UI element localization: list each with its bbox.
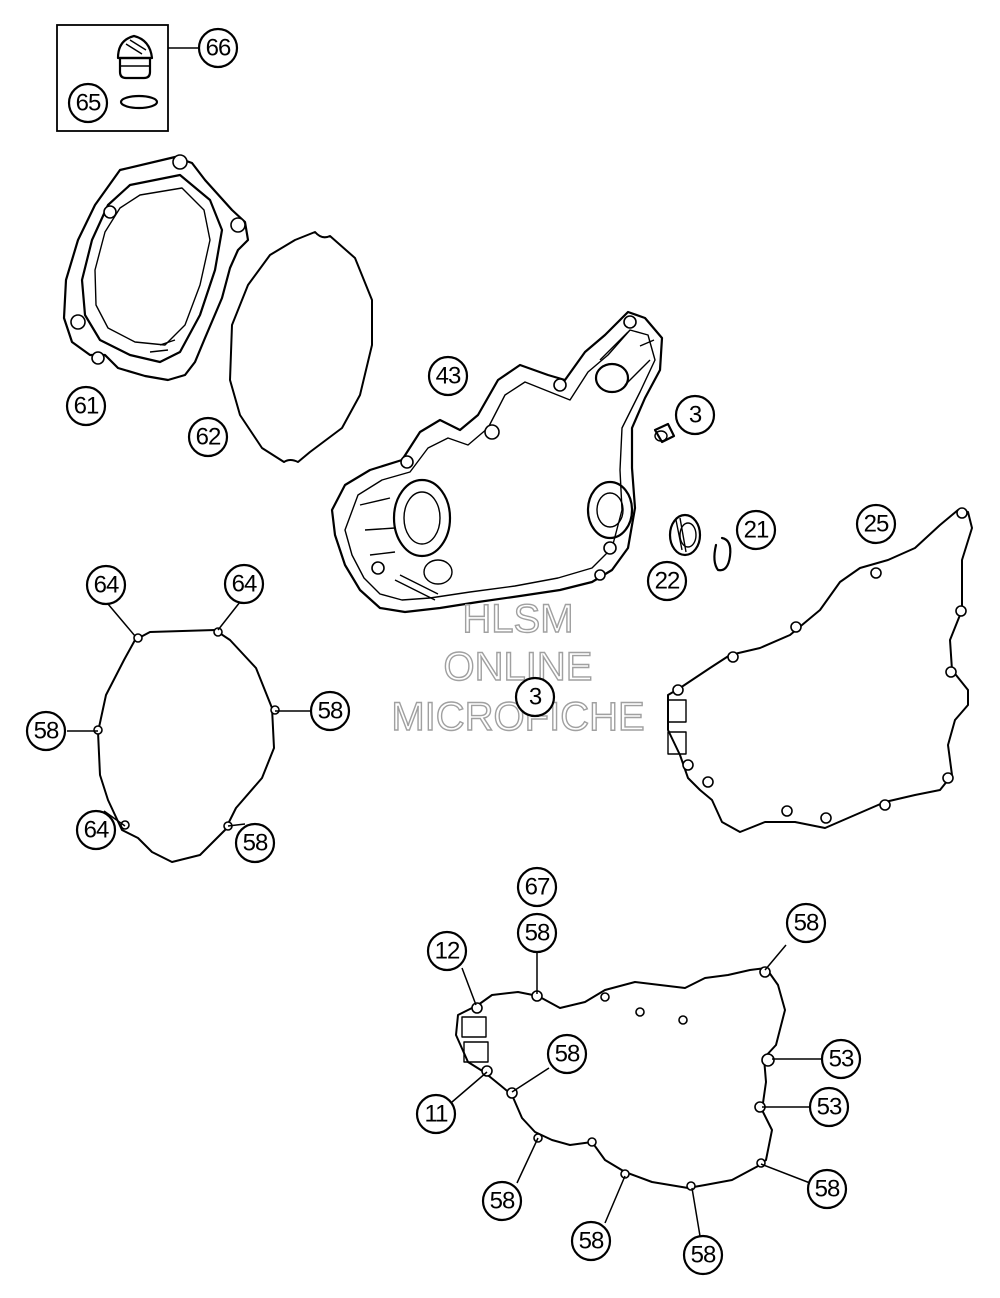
clutch-cover-gasket-large xyxy=(667,507,973,833)
callout-label: 58 xyxy=(815,1176,840,1203)
callout-58-lower-left: 58 xyxy=(481,1180,523,1222)
callout-label: 58 xyxy=(691,1242,716,1269)
callout-12: 12 xyxy=(426,930,468,972)
callout-58-lower-right: 58 xyxy=(806,1168,848,1210)
clutch-cover-gasket xyxy=(229,231,373,463)
callout-25: 25 xyxy=(855,503,897,545)
oil-filler-plug xyxy=(116,34,154,80)
callout-label: 58 xyxy=(794,910,819,937)
callout-label: 58 xyxy=(318,698,343,725)
inset-box xyxy=(56,24,169,132)
callout-62: 62 xyxy=(187,416,229,458)
callout-label: 58 xyxy=(579,1228,604,1255)
callout-53-upper: 53 xyxy=(820,1038,862,1080)
callout-21: 21 xyxy=(735,509,777,551)
callout-label: 11 xyxy=(425,1101,449,1128)
callout-58-inner: 58 xyxy=(546,1033,588,1075)
callout-64-left: 64 xyxy=(85,564,127,606)
callout-3-upper: 3 xyxy=(674,394,716,436)
callout-label: 64 xyxy=(232,571,257,598)
callout-label: 61 xyxy=(74,393,99,420)
callout-label: 3 xyxy=(689,402,702,429)
callout-label: 64 xyxy=(84,817,109,844)
watermark-line2: ONLINE xyxy=(444,645,593,689)
callout-43: 43 xyxy=(427,355,469,397)
callout-22: 22 xyxy=(646,560,688,602)
dowel-pin-lower xyxy=(394,574,439,601)
callout-61: 61 xyxy=(65,385,107,427)
callout-53-lower: 53 xyxy=(808,1086,850,1128)
callout-58-top: 58 xyxy=(516,912,558,954)
circlip xyxy=(713,536,732,572)
o-ring xyxy=(119,94,159,110)
callout-label: 64 xyxy=(94,572,119,599)
callout-label: 62 xyxy=(196,424,221,451)
callout-label: 58 xyxy=(555,1041,580,1068)
callout-label: 66 xyxy=(206,35,231,62)
watermark: HLSM ONLINE MICROFICHE xyxy=(391,596,646,739)
callout-label: 58 xyxy=(243,830,268,857)
callout-58-top-right: 58 xyxy=(785,902,827,944)
callout-label: 58 xyxy=(525,920,550,947)
callout-label: 58 xyxy=(490,1188,515,1215)
outer-cover-gasket-round xyxy=(93,627,280,863)
callout-58-right: 58 xyxy=(309,690,351,732)
callout-58-bottom: 58 xyxy=(234,822,276,864)
callout-label: 43 xyxy=(436,363,461,390)
callout-58-lower-bottom: 58 xyxy=(682,1234,724,1276)
watermark-line1: HLSM xyxy=(462,597,573,641)
callout-label: 58 xyxy=(34,718,59,745)
callout-11: 11 xyxy=(415,1093,457,1135)
callout-64-right: 64 xyxy=(223,563,265,605)
callout-64-bottom: 64 xyxy=(75,809,117,851)
callout-3-lower: 3 xyxy=(514,676,556,718)
callout-label: 65 xyxy=(76,90,101,117)
callout-66: 66 xyxy=(197,27,239,69)
leader-lines xyxy=(67,47,822,1237)
callout-label: 25 xyxy=(864,511,889,538)
shaft-seal-ring xyxy=(668,513,702,557)
callout-65: 65 xyxy=(67,82,109,124)
callout-label: 22 xyxy=(655,568,680,595)
callout-label: 21 xyxy=(744,517,769,544)
callout-58-left: 58 xyxy=(25,710,67,752)
callout-label: 67 xyxy=(525,874,550,901)
callout-label: 12 xyxy=(435,938,460,965)
callout-58-lower-mid: 58 xyxy=(570,1220,612,1262)
callout-label: 53 xyxy=(817,1094,842,1121)
callout-label: 3 xyxy=(529,684,542,711)
inner-clutch-cover xyxy=(330,310,664,614)
callout-67: 67 xyxy=(516,866,558,908)
callout-label: 53 xyxy=(829,1046,854,1073)
inner-cover-gasket xyxy=(455,966,786,1191)
dowel-pin-upper xyxy=(653,422,676,444)
outer-clutch-cover xyxy=(62,154,250,382)
